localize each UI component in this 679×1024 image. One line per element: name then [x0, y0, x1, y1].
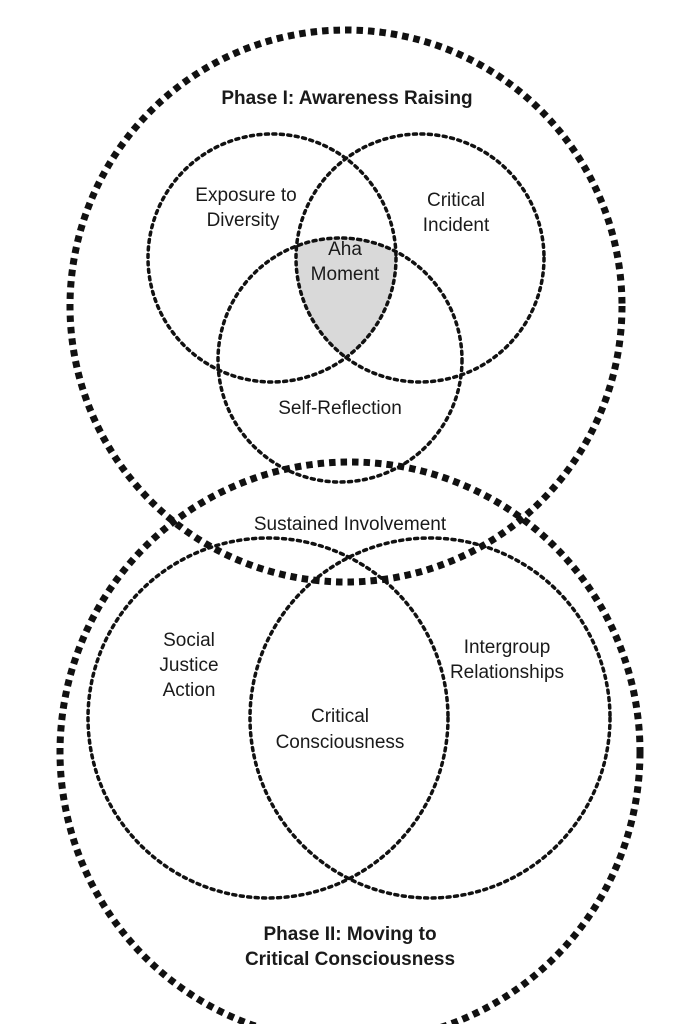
- social-justice-label-line3: Action: [163, 680, 216, 701]
- self-reflection-label: Self-Reflection: [278, 398, 402, 419]
- phase-one-outer-circle: [66, 26, 626, 586]
- aha-moment-label-line1: Aha: [328, 239, 362, 260]
- critical-incident-circle: [294, 132, 546, 384]
- phase-two-title-line1: Phase II: Moving to: [263, 924, 436, 945]
- social-justice-circle: [86, 536, 450, 900]
- intergroup-circle: [248, 536, 612, 900]
- aha-moment-label-line2: Moment: [311, 264, 380, 285]
- social-justice-label-line1: Social: [163, 630, 215, 651]
- sustained-involvement-label: Sustained Involvement: [254, 514, 447, 535]
- critical-consciousness-label-line1: Critical: [311, 706, 369, 727]
- phase-two-outer-circle: [56, 458, 644, 1024]
- critical-incident-label-line2: Incident: [423, 215, 490, 236]
- phase-two-title-line2: Critical Consciousness: [245, 949, 455, 970]
- intergroup-label-line2: Relationships: [450, 662, 564, 683]
- social-justice-label-line2: Justice: [159, 655, 218, 676]
- exposure-label-line2: Diversity: [207, 210, 280, 231]
- intergroup-label-line1: Intergroup: [464, 637, 551, 658]
- exposure-circle: [146, 132, 398, 384]
- self-reflection-circle: [216, 236, 464, 484]
- critical-consciousness-label-line2: Consciousness: [276, 732, 405, 753]
- exposure-label-line1: Exposure to: [195, 185, 296, 206]
- phase-one-title: Phase I: Awareness Raising: [221, 88, 472, 109]
- critical-incident-label-line1: Critical: [427, 190, 485, 211]
